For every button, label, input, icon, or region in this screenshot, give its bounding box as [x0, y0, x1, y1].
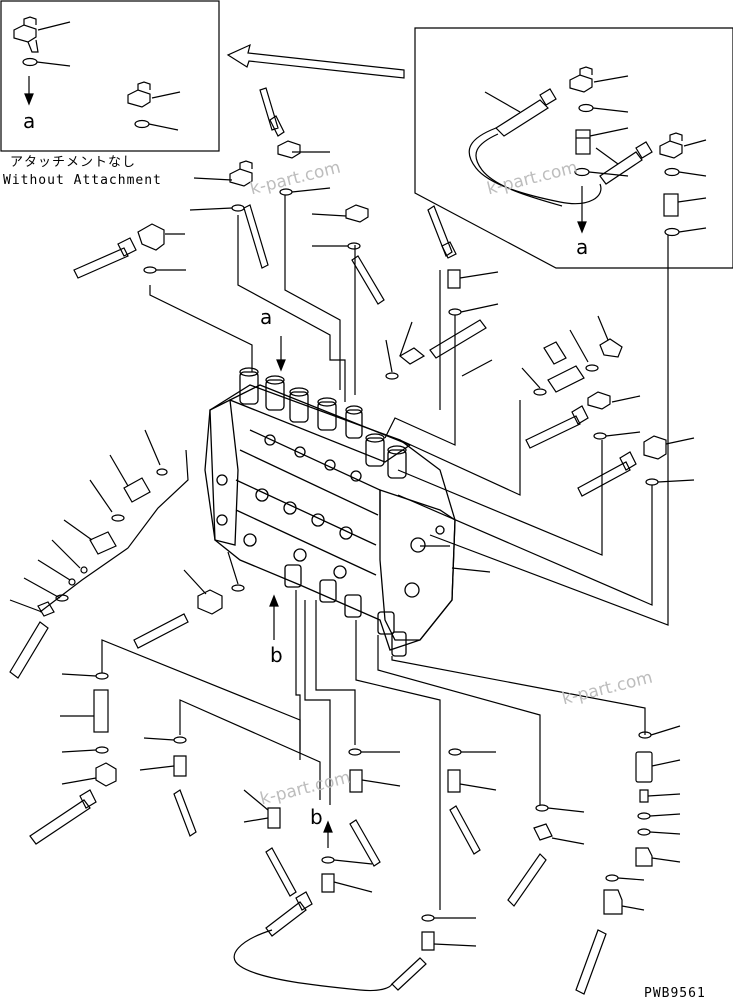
- piping-lines: [39, 195, 669, 910]
- arrow-a-icon: [276, 336, 286, 372]
- inset-left-parts: [13, 16, 181, 131]
- inset-left-label-ja: アタッチメントなし: [10, 155, 137, 170]
- callout-leaders: [420, 359, 493, 573]
- right-fittings: [521, 315, 695, 497]
- inset-left-label-en: Without Attachment: [3, 173, 162, 188]
- inset-right-parts: [468, 66, 707, 237]
- inset-left-ref-letter: a: [23, 109, 36, 133]
- inset-left-frame: [0, 0, 220, 152]
- drawing-number: PWB9561: [644, 986, 706, 1001]
- inset-right-ref-letter: a: [576, 235, 589, 259]
- control-valve-body: [204, 367, 456, 657]
- transfer-arrow-icon: [226, 43, 405, 79]
- lower-fittings: [29, 672, 681, 995]
- upper-fittings: [73, 87, 499, 380]
- arrow-b-letter: b: [270, 643, 283, 667]
- arrow-b2-letter: b: [310, 805, 323, 829]
- arrow-b2-icon: [323, 820, 333, 848]
- inset-right-frame: [414, 27, 733, 269]
- arrow-b-icon: [269, 594, 279, 640]
- arrow-a-letter: a: [260, 305, 273, 329]
- left-fittings: [9, 429, 245, 679]
